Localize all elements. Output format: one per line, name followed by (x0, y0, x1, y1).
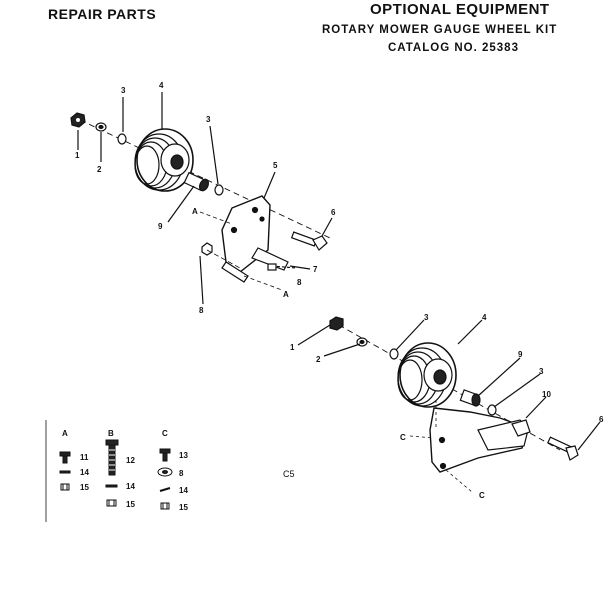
hex-nut-icon (106, 499, 117, 507)
ref-c-left: C (400, 433, 406, 442)
callout-5: 5 (273, 161, 278, 170)
callout-3: 3 (121, 86, 126, 95)
callout-3-lower: 3 (424, 313, 429, 322)
lock-washer-icon (59, 470, 71, 474)
nut-icon (70, 112, 86, 128)
legend-c-item-4: 15 (179, 503, 188, 512)
callout-1: 1 (75, 151, 80, 160)
catalog-number: CATALOG NO. 25383 (388, 42, 519, 54)
bolt-icon (290, 231, 328, 251)
hex-nut-icon (60, 483, 70, 491)
lock-washer-icon (159, 487, 171, 492)
bracket-icon (221, 195, 289, 283)
wheel-icon (397, 342, 457, 408)
nut-icon (329, 316, 344, 331)
legend-group-c: C (162, 429, 168, 438)
callout-7: 7 (313, 265, 318, 274)
ref-a-left: A (192, 207, 198, 216)
ref-a-right: A (283, 290, 289, 299)
legend-c-item-2: 8 (179, 469, 184, 478)
spacer-icon (117, 133, 127, 145)
upper-assembly (70, 92, 333, 305)
legend-c-item-1: 13 (179, 451, 188, 460)
callout-3b-lower: 3 (539, 367, 544, 376)
spacer-icon (389, 348, 399, 360)
legend-c-item-3: 14 (179, 486, 188, 495)
callout-2: 2 (97, 165, 102, 174)
hex-nut-icon (160, 502, 170, 510)
callout-4: 4 (159, 81, 164, 90)
spacer-icon (214, 184, 224, 196)
legend-b-item-2: 14 (126, 482, 135, 491)
callout-6-lower: 6 (599, 415, 604, 424)
carriage-bolt-icon (59, 451, 71, 464)
callout-9: 9 (158, 222, 163, 231)
callout-10-lower: 10 (542, 390, 551, 399)
legend-group-a: A (62, 429, 68, 438)
clip-icon (267, 263, 277, 271)
legend-a-item-3: 15 (80, 483, 89, 492)
bolt-icon (547, 436, 579, 461)
legend-a-item-2: 14 (80, 468, 89, 477)
repair-parts-title: REPAIR PARTS (48, 6, 157, 22)
callout-3b: 3 (206, 115, 211, 124)
bushing-icon (459, 389, 481, 407)
optional-equipment-title: OPTIONAL EQUIPMENT (370, 1, 550, 18)
legend-b-item-3: 15 (126, 500, 135, 509)
ref-c-right: C (479, 491, 485, 500)
callout-1-lower: 1 (290, 343, 295, 352)
lower-assembly (297, 316, 601, 493)
lock-washer-icon (105, 484, 118, 488)
callout-6: 6 (331, 208, 336, 217)
spacer-icon (487, 404, 497, 416)
nut-icon (201, 242, 213, 256)
legend-b-item-1: 12 (126, 456, 135, 465)
kit-name: ROTARY MOWER GAUGE WHEEL KIT (322, 24, 558, 36)
hardware-legend (45, 420, 173, 522)
carriage-bolt-icon (159, 448, 171, 462)
page-code: C5 (283, 469, 295, 479)
callout-8: 8 (297, 278, 302, 287)
legend-a-item-1: 11 (80, 453, 89, 462)
callout-4-lower: 4 (482, 313, 487, 322)
callout-8b: 8 (199, 306, 204, 315)
callout-9-lower: 9 (518, 350, 523, 359)
callout-2-lower: 2 (316, 355, 321, 364)
legend-group-b: B (108, 429, 114, 438)
wheel-icon (134, 128, 194, 192)
long-bolt-icon (105, 439, 119, 476)
bushing-icon (183, 171, 210, 192)
bracket-icon (429, 407, 531, 473)
